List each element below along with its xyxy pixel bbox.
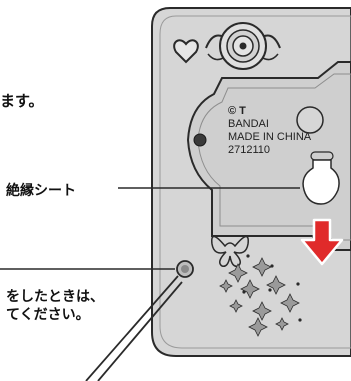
instruction-line2: をしたときは、	[6, 289, 104, 305]
sparkle-dots	[242, 254, 302, 322]
stamp-code: 2712110	[228, 144, 270, 156]
sheet-tab-slot	[310, 151, 334, 161]
reset-button[interactable]	[176, 260, 194, 278]
stamp-copyright: © T	[228, 105, 246, 117]
stamp-origin: MADE IN CHINA	[228, 131, 312, 143]
stamp-brand: BANDAI	[228, 118, 269, 130]
sparkle-icon	[219, 257, 300, 337]
stamp-circle	[296, 106, 324, 134]
speaker-icon	[205, 22, 281, 70]
instruction-line3: てください。	[6, 307, 90, 323]
sheet-callout-label: 絶縁シート	[6, 182, 76, 199]
insulation-sheet	[302, 159, 340, 205]
pin-tool	[85, 275, 183, 381]
screw-hole	[193, 133, 207, 147]
arrow-down-icon	[300, 218, 344, 266]
heart-icon	[173, 39, 199, 64]
instruction-line1: ます。	[0, 92, 44, 110]
butterfly-icon	[211, 235, 249, 268]
